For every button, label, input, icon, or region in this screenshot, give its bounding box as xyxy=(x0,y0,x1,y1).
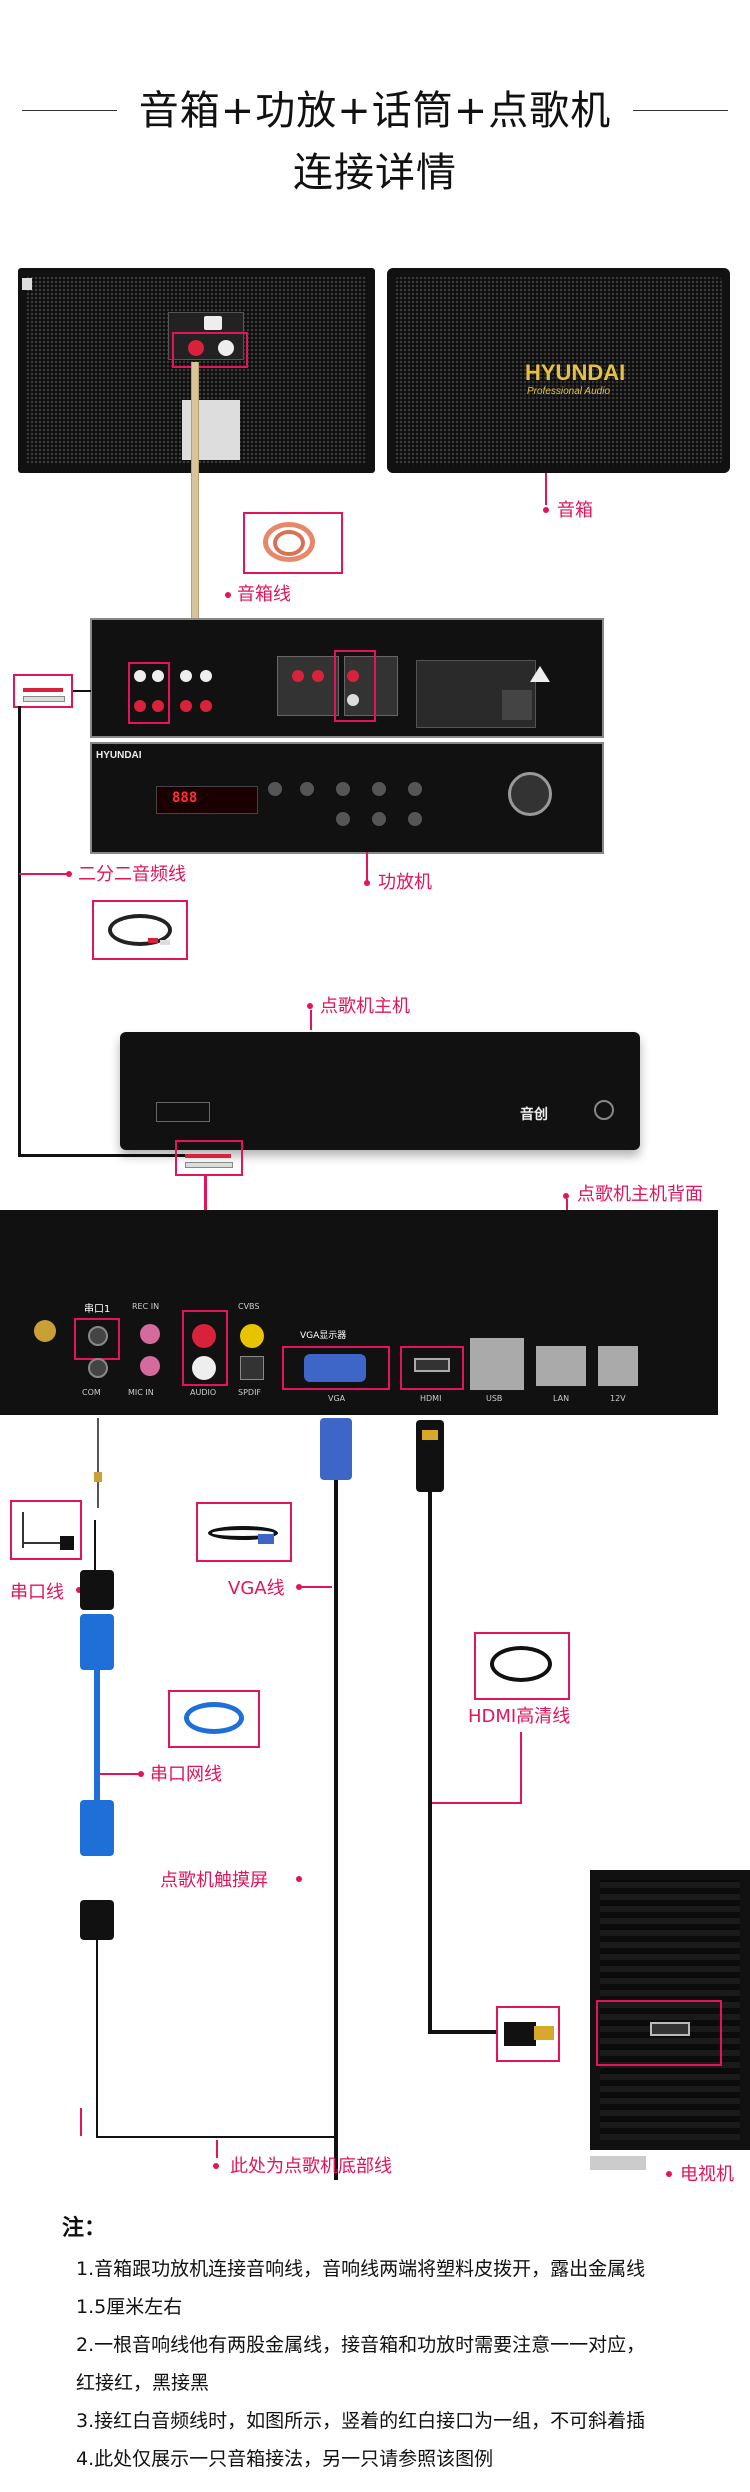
vga-cable-photo xyxy=(196,1502,292,1562)
bottom-wire-label: 此处为点歌机底部线 xyxy=(230,2156,392,2177)
karaoke-host-front: 音创 xyxy=(120,1032,640,1150)
note-item: 1.音箱跟功放机连接音响线，音响线两端将塑料皮拨开，露出金属线 xyxy=(76,2258,646,2280)
page-subtitle: 连接详情 xyxy=(293,150,457,196)
antenna-port xyxy=(34,1320,56,1342)
net-plug-bottom xyxy=(80,1800,114,1856)
tv-hdmi-port-highlight xyxy=(596,2000,722,2066)
serial-cable-label: 串口线 xyxy=(10,1582,64,1603)
notes-list: 1.音箱跟功放机连接音响线，音响线两端将塑料皮拨开，露出金属线 1.5厘米左右 … xyxy=(76,2250,645,2478)
host-brand: 音创 xyxy=(520,1107,548,1123)
rca-cable-photo xyxy=(92,900,188,960)
speaker-brand: HYUNDAI xyxy=(525,360,626,385)
note-item: 1.5厘米左右 xyxy=(76,2296,183,2318)
serial-net-cable-photo xyxy=(168,1690,260,1748)
tv-back xyxy=(590,1870,750,2150)
rca-cable xyxy=(18,706,21,1156)
speaker-terminal-highlight xyxy=(172,332,248,368)
note-item: 3.接红白音频线时，如图所示，竖着的红白接口为一组，不可斜着插 xyxy=(76,2410,646,2432)
host-power-button xyxy=(594,1100,614,1120)
rca-cable-label: 二分二音频线 xyxy=(78,864,186,885)
page-title: 音箱+功放+话筒+点歌机 xyxy=(138,88,612,134)
note-item: 4.此处仅展示一只音箱接法，另一只请参照该图例 xyxy=(76,2448,494,2470)
touch-adapter xyxy=(80,1900,114,1940)
serial-net-cable-label: 串口网线 xyxy=(150,1764,222,1785)
hdmi-cable xyxy=(428,1492,432,2032)
vga-plug xyxy=(320,1418,352,1480)
note-item: 红接红，黑接黑 xyxy=(76,2372,210,2394)
speaker-black-terminal xyxy=(218,340,234,356)
amp-rca-input-highlight xyxy=(128,662,170,724)
serial-cable-photo xyxy=(10,1500,82,1560)
karaoke-host-label: 点歌机主机 xyxy=(320,996,410,1017)
hdmi-port-highlight xyxy=(400,1346,464,1390)
amp-speaker-output-highlight xyxy=(334,650,376,722)
notes-heading: 注： xyxy=(62,2216,107,2241)
amp-brand: HYUNDAI xyxy=(96,750,142,761)
vga-cable-label: VGA线 xyxy=(228,1578,285,1599)
amp-rca-plug-highlight xyxy=(13,674,73,708)
host-audio-port-highlight xyxy=(182,1310,228,1386)
title-rule-right xyxy=(633,110,728,111)
hdmi-cable-photo xyxy=(474,1632,570,1700)
amplifier-label: 功放机 xyxy=(378,872,432,893)
serial-adapter xyxy=(80,1570,114,1610)
vga-cable xyxy=(334,1480,338,2180)
serial-cable xyxy=(97,1418,99,1508)
speaker-cable-label: 音箱线 xyxy=(237,584,291,605)
speaker-cable xyxy=(191,362,199,630)
speaker-front: HYUNDAI Professional Audio xyxy=(387,268,730,473)
hdmi-cable-label: HDMI高清线 xyxy=(468,1706,571,1727)
tv-hdmi-plug-highlight xyxy=(496,2006,560,2062)
speaker-cable-photo xyxy=(243,512,343,574)
net-plug-top xyxy=(80,1614,114,1670)
vga-port-highlight xyxy=(282,1346,390,1390)
amplifier-front: HYUNDAI 888 xyxy=(90,742,604,854)
title-rule-left xyxy=(22,110,117,111)
serial-net-cable xyxy=(94,1668,100,1808)
tv-stand xyxy=(590,2156,646,2170)
speaker-red-terminal xyxy=(188,340,204,356)
touchscreen-label: 点歌机触摸屏 xyxy=(160,1870,268,1891)
tv-label: 电视机 xyxy=(680,2164,734,2185)
host-back-label: 点歌机主机背面 xyxy=(577,1184,703,1205)
note-item: 2.一根音响线他有两股金属线，接音箱和功放时需要注意一一对应， xyxy=(76,2334,646,2356)
karaoke-host-back: 串口1 COM REC IN MIC IN AUDIO CVBS SPDIF V… xyxy=(0,1210,718,1415)
amplifier-back xyxy=(90,618,604,738)
speaker-label: 音箱 xyxy=(557,500,593,521)
host-rca-plug-highlight xyxy=(175,1140,243,1176)
